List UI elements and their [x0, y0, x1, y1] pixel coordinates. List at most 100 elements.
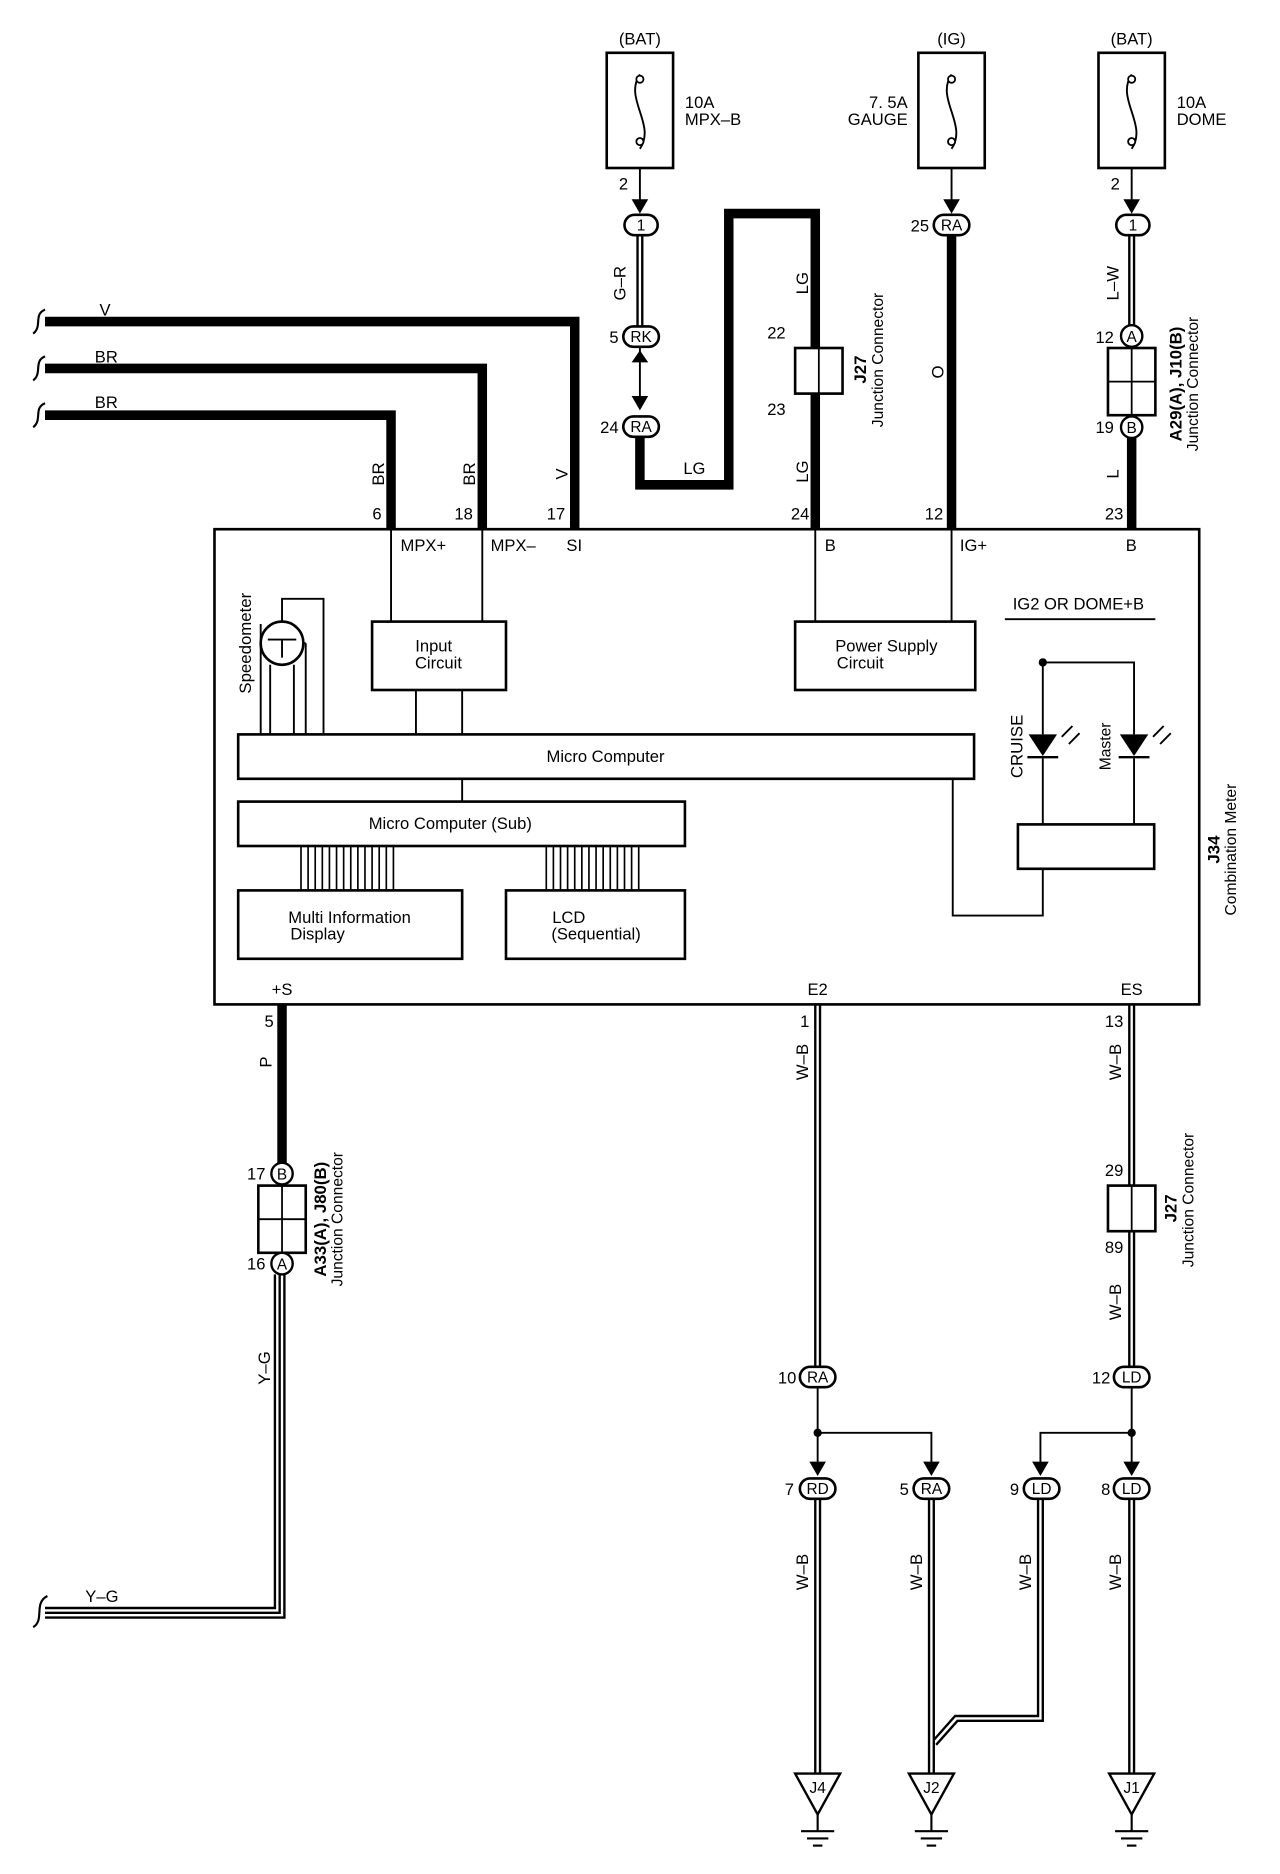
arrow-down-icon: [631, 396, 649, 411]
meter-pin: 6: [372, 505, 381, 524]
meter-pin: 18: [454, 505, 472, 524]
meter-pin: 1: [800, 1012, 809, 1031]
junction-label: Junction Connector: [330, 1152, 347, 1286]
wire-mpx-plus: [45, 410, 396, 529]
fuse-mpx-b: (BAT) 10A MPX–B 2: [605, 29, 741, 194]
ground-point-icon: [793, 1772, 843, 1817]
wire-color-label: BR: [95, 393, 118, 412]
wire-color-label: W–B: [793, 1554, 812, 1590]
wire-color-label: O: [928, 365, 947, 378]
junction-pin-top: 29: [1105, 1161, 1123, 1180]
meter-pin: 24: [791, 505, 809, 524]
terminal-label: +S: [272, 980, 293, 999]
input-circuit-label: Circuit: [415, 653, 462, 672]
micro-computer-label: Micro Computer: [547, 747, 665, 766]
wire-color-label: BR: [95, 347, 118, 366]
ground-j4: J4: [793, 1772, 843, 1847]
power-supply-label: Power Supply: [835, 637, 938, 656]
wire-color-label: P: [256, 1056, 275, 1067]
lcd-box: [504, 889, 687, 961]
input-circuit-label: Input: [415, 637, 452, 656]
connector-label: B: [277, 1167, 287, 1184]
fuse-gauge: (IG) 7. 5A GAUGE: [848, 29, 987, 170]
power-supply-box: [793, 620, 977, 692]
arrow-down-icon: [1123, 199, 1140, 214]
connector-label: RA: [941, 217, 963, 234]
connector-label: LD: [1122, 1481, 1142, 1498]
junction-pin-bottom: 23: [767, 400, 785, 419]
fuse-pin: 2: [1111, 175, 1120, 194]
junction-label: Junction Connector: [1180, 1133, 1197, 1267]
connector-label: LD: [1122, 1369, 1142, 1386]
connector-label: RA: [630, 419, 652, 436]
wire-break-icon: [32, 402, 46, 429]
wire-break-icon: [32, 355, 46, 382]
ground-point-icon: [1107, 1772, 1157, 1817]
fuse-rating: 7. 5A: [869, 93, 909, 112]
wire-color-label: L–W: [1104, 266, 1123, 301]
input-wires: V BR BR BR BR V: [32, 301, 580, 529]
connector-pin: 17: [247, 1165, 265, 1184]
terminal-label: B: [1126, 536, 1137, 555]
connector-label: 1: [1129, 217, 1138, 234]
connector-label: B: [1127, 420, 1137, 437]
data-bus-lcd: [545, 846, 640, 891]
wire-color-label: V: [553, 468, 572, 480]
ground-label: J2: [923, 1780, 939, 1797]
ig2-dome-label: IG2 OR DOME+B: [1013, 595, 1144, 614]
connector-pill: [622, 325, 661, 349]
arrow-down-icon: [631, 199, 649, 214]
connector-pin: 12: [1092, 1369, 1110, 1388]
connector-pin: 16: [247, 1255, 265, 1274]
fuse-name: MPX–B: [685, 110, 741, 129]
micro-computer-box: [236, 733, 976, 781]
meter-outline: [213, 527, 1201, 1006]
connector-pin: 19: [1095, 418, 1113, 437]
connector-label: RA: [807, 1369, 829, 1386]
connector-pin: 7: [785, 1480, 794, 1499]
lg-wire: [635, 208, 821, 529]
connector-label: RA: [921, 1481, 943, 1498]
wire-color-label: G–R: [611, 266, 630, 301]
meter-id: J34: [1204, 835, 1223, 864]
wire-color-label: BR: [460, 462, 479, 485]
ground-point-icon: [906, 1772, 956, 1817]
connector-pill: [798, 1477, 837, 1501]
data-bus-mid: [300, 846, 395, 891]
connector-label: RK: [630, 329, 652, 346]
lcd-label: (Sequential): [551, 925, 640, 944]
master-label: Master: [1097, 723, 1114, 771]
fuse-rating: 10A: [1177, 93, 1207, 112]
connector-pill: [270, 1251, 294, 1276]
connector-label: A: [1127, 329, 1138, 346]
gauge-circuit: 25 RA O: [911, 168, 971, 529]
arrow-down-icon: [923, 1461, 940, 1476]
terminal-label: E2: [808, 980, 828, 999]
connector-pin: 5: [609, 328, 618, 347]
connector-pill: [1112, 1477, 1151, 1501]
junction-id: J27: [1162, 1194, 1181, 1222]
connector-label: RD: [807, 1481, 829, 1498]
junction-pin-bottom: 89: [1105, 1238, 1123, 1257]
ground-label: J4: [810, 1780, 827, 1797]
wire-color-label: LG: [793, 272, 812, 294]
fuse-pin: 2: [619, 175, 628, 194]
meter-pin: 17: [547, 505, 565, 524]
wire-si: [45, 316, 580, 529]
input-circuit-box: [370, 620, 508, 692]
fuse-name: GAUGE: [848, 110, 908, 129]
arrow-down-icon: [943, 199, 960, 214]
ground-j1: J1: [1107, 1772, 1157, 1847]
multi-info-display-box: [236, 889, 464, 961]
lcd-label: LCD: [552, 908, 585, 927]
arrow-down-icon: [1032, 1461, 1049, 1476]
terminal-label: B: [825, 536, 836, 555]
power-supply-label: Circuit: [837, 653, 884, 672]
terminal-label: ES: [1121, 980, 1143, 999]
wire-color-label: W–B: [1106, 1554, 1125, 1590]
connector-label: LD: [1032, 1481, 1052, 1498]
terminal-label: MPX–: [491, 536, 537, 555]
terminal-label: MPX+: [401, 536, 447, 555]
junction-label: Junction Connector: [1185, 317, 1202, 451]
